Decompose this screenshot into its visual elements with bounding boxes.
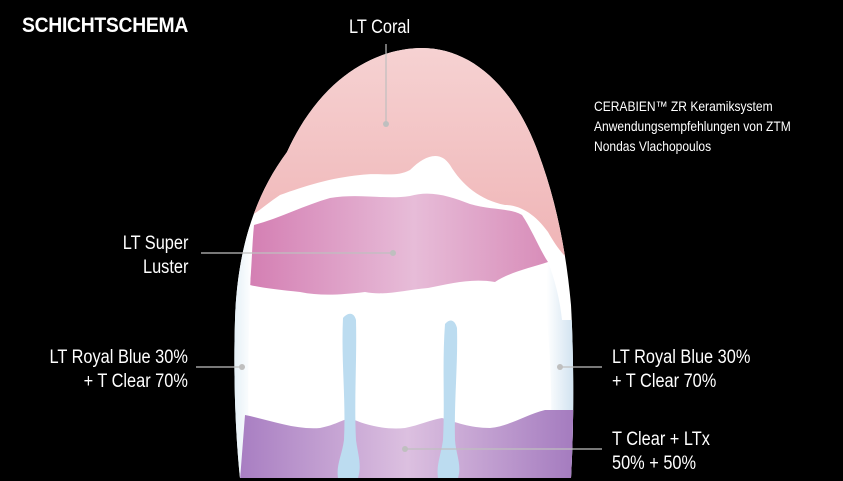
label-lt-super-luster: LT Super Luster [122,232,188,280]
label-right-royal-blue-line-2: + T Clear 70% [612,370,750,394]
info-block: CERABIEN™ ZR Keramiksystem Anwendungsemp… [594,96,791,156]
label-lt-coral: LT Coral [349,16,410,40]
label-left-royal-blue-line-2: + T Clear 70% [50,370,188,394]
dot-t-clear-ltx [402,446,408,452]
dot-lt-super-luster [390,250,396,256]
info-line-3: Nondas Vlachopoulos [594,136,791,156]
label-t-clear-ltx: T Clear + LTx 50% + 50% [612,428,710,476]
label-left-royal-blue-line-1: LT Royal Blue 30% [50,346,188,370]
label-right-royal-blue: LT Royal Blue 30% + T Clear 70% [612,346,750,394]
dot-lt-coral [383,121,389,127]
info-line-2: Anwendungsempfehlungen von ZTM [594,116,791,136]
dot-left-royal-blue [239,364,245,370]
label-right-royal-blue-line-1: LT Royal Blue 30% [612,346,750,370]
label-lt-super-luster-line-2: Luster [122,256,188,280]
label-t-clear-ltx-line-1: T Clear + LTx [612,428,710,452]
label-t-clear-ltx-line-2: 50% + 50% [612,452,710,476]
info-line-1: CERABIEN™ ZR Keramiksystem [594,96,791,116]
dot-right-royal-blue [557,364,563,370]
label-lt-super-luster-line-1: LT Super [122,232,188,256]
label-left-royal-blue: LT Royal Blue 30% + T Clear 70% [50,346,188,394]
diagram-title: SCHICHTSCHEMA [22,14,188,38]
